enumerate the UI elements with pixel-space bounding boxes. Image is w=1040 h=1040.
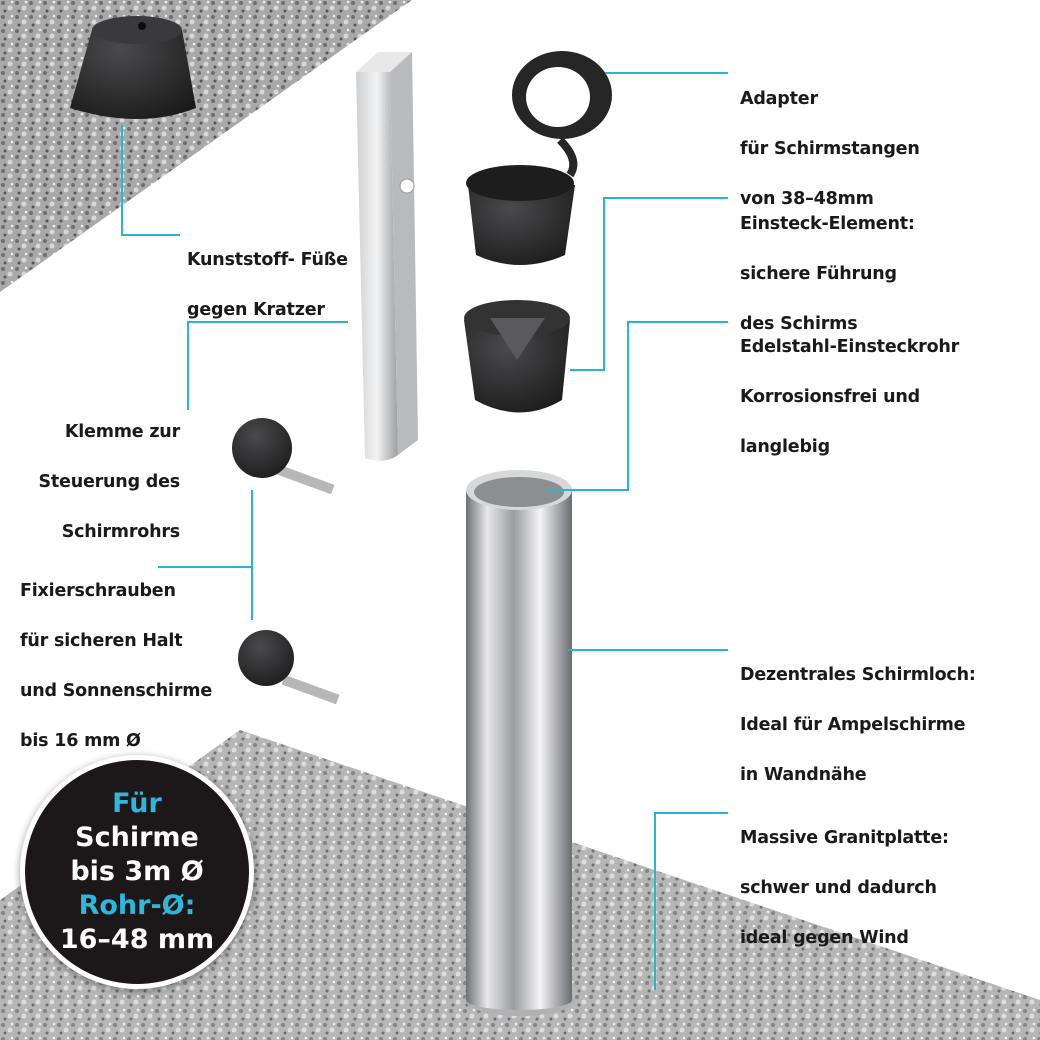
label-plastic-feet: Kunststoff- Füße gegen Kratzer bbox=[187, 223, 348, 348]
rubber-foot bbox=[70, 16, 196, 119]
fixing-screw-bottom bbox=[238, 630, 340, 705]
label-line: Kunststoff- Füße bbox=[187, 250, 348, 270]
label-line: Edelstahl-Einsteckrohr bbox=[740, 337, 960, 357]
label-line: in Wandnähe bbox=[740, 765, 867, 785]
label-line: Klemme zur bbox=[64, 422, 180, 442]
label-line: sichere Führung bbox=[740, 264, 897, 284]
label-steel-tube: Edelstahl-Einsteckrohr Korrosionsfrei un… bbox=[740, 310, 959, 485]
label-line: Korrosionsfrei und bbox=[740, 387, 920, 407]
label-fixing-screws: Fixierschrauben für sicheren Halt und So… bbox=[20, 554, 212, 779]
label-line: Steuerung des bbox=[38, 472, 180, 492]
fixing-screw-top bbox=[232, 418, 335, 495]
label-line: bis 16 mm Ø bbox=[20, 731, 141, 751]
label-line: für sicheren Halt bbox=[20, 631, 183, 651]
label-line: langlebig bbox=[740, 437, 830, 457]
badge-line: Für bbox=[112, 788, 162, 819]
label-line: Ideal für Ampelschirme bbox=[740, 715, 966, 735]
label-line: für Schirmstangen bbox=[740, 139, 920, 159]
label-line: schwer und dadurch bbox=[740, 878, 937, 898]
label-offset-hole: Dezentrales Schirmloch: Ideal für Ampels… bbox=[740, 638, 976, 813]
steel-tube bbox=[465, 470, 575, 1016]
badge-line: Rohr-Ø: bbox=[78, 890, 196, 921]
label-adapter: Adapter für Schirmstangen von 38–48mm bbox=[740, 62, 920, 237]
label-clamp: Klemme zur Steuerung des Schirmrohrs bbox=[38, 395, 180, 570]
label-line: Adapter bbox=[740, 89, 818, 109]
adapter-cap bbox=[466, 51, 612, 265]
badge-line: 16–48 mm bbox=[59, 924, 215, 955]
label-line: Schirmrohrs bbox=[61, 522, 180, 542]
label-line: ideal gegen Wind bbox=[740, 928, 909, 948]
label-line: des Schirms bbox=[740, 314, 858, 334]
clamp-bar bbox=[356, 52, 418, 461]
label-insert-element: Einsteck-Element: sichere Führung des Sc… bbox=[740, 187, 915, 362]
label-line: Fixierschrauben bbox=[20, 581, 176, 601]
label-line: von 38–48mm bbox=[740, 189, 874, 209]
badge-line: Schirme bbox=[75, 822, 199, 853]
insert-element bbox=[464, 300, 570, 413]
spec-badge: Für Schirme bis 3m Ø Rohr-Ø: 16–48 mm bbox=[20, 755, 254, 989]
label-line: Massive Granitplatte: bbox=[740, 828, 949, 848]
label-line: Dezentrales Schirmloch: bbox=[740, 665, 976, 685]
label-granite-slab: Massive Granitplatte: schwer und dadurch… bbox=[740, 801, 949, 976]
badge-line: bis 3m Ø bbox=[70, 856, 204, 887]
label-line: Einsteck-Element: bbox=[740, 214, 915, 234]
leader-lines bbox=[121, 72, 728, 990]
label-line: gegen Kratzer bbox=[187, 300, 325, 320]
label-line: und Sonnenschirme bbox=[20, 681, 212, 701]
